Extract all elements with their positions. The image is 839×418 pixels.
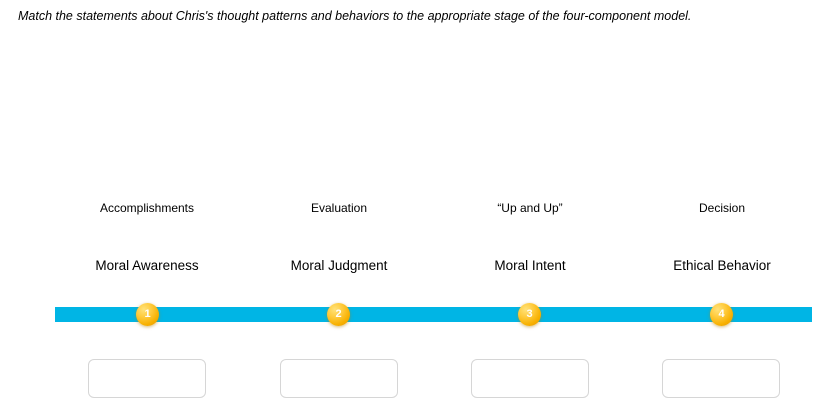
stage-name-1: Moral Awareness — [95, 258, 199, 273]
stage-descriptor-1: Accomplishments — [99, 201, 195, 215]
question-prompt: Match the statements about Chris's thoug… — [18, 9, 692, 23]
stage-descriptor-3: “Up and Up” — [497, 201, 563, 215]
stage-marker-2: 2 — [327, 303, 350, 326]
answer-dropzone-3[interactable] — [471, 359, 589, 398]
stage-descriptor-4: Decision — [698, 201, 746, 215]
stage-marker-4: 4 — [710, 303, 733, 326]
answer-dropzone-1[interactable] — [88, 359, 206, 398]
answer-dropzone-2[interactable] — [280, 359, 398, 398]
answer-dropzone-4[interactable] — [662, 359, 780, 398]
stage-name-3: Moral Intent — [494, 258, 566, 273]
stage-name-2: Moral Judgment — [290, 258, 388, 273]
stage-marker-3: 3 — [518, 303, 541, 326]
stage-name-4: Ethical Behavior — [673, 258, 771, 273]
stage-marker-1: 1 — [136, 303, 159, 326]
stage-descriptor-2: Evaluation — [310, 201, 368, 215]
timeline-bar — [55, 307, 812, 322]
